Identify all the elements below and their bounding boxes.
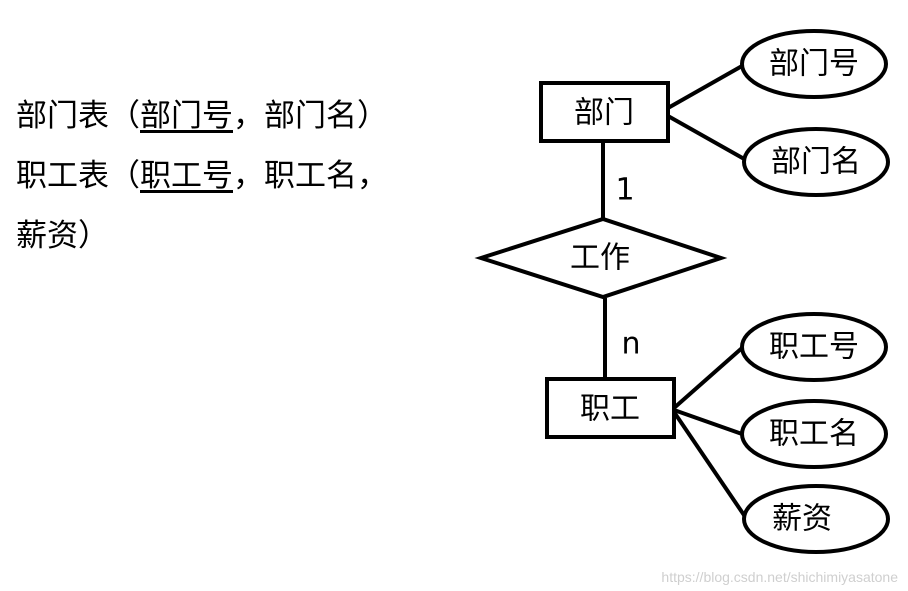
relationship-label: 工作 [570, 241, 630, 276]
emp-open-paren: （ [109, 158, 140, 194]
attr-emp-name-ellipse [740, 399, 888, 469]
attr-emp-salary-label: 薪资 [772, 502, 832, 537]
emp-primary-key: 职工号 [140, 158, 233, 194]
connector-dept-id [667, 64, 743, 110]
attr-dept-name-label: 部门名 [771, 145, 861, 180]
dept-separator: ， [233, 98, 264, 134]
connector-emp-salary [672, 410, 748, 520]
watermark-text: https://blog.csdn.net/shichimiyasatone [661, 569, 898, 585]
entity-dept-box [539, 81, 670, 143]
dept-table-name: 部门表 [16, 98, 109, 134]
emp-separator-1: ， [233, 158, 264, 194]
entity-emp-box [545, 377, 676, 439]
attr-emp-name-label: 职工名 [769, 417, 859, 452]
entity-dept-label: 部门 [574, 96, 634, 131]
attr-emp-id-ellipse [740, 312, 888, 382]
entity-emp-label: 职工 [580, 392, 640, 427]
attr-dept-name-ellipse [742, 127, 890, 197]
connector-emp-id [672, 346, 744, 410]
attr-dept-id-ellipse [740, 29, 888, 99]
cardinality-dept: 1 [615, 173, 634, 208]
cardinality-emp: n [621, 327, 640, 362]
connector-dept-name [667, 114, 747, 162]
schema-dept-table: 部门表（部门号，部门名） [16, 96, 388, 136]
dept-primary-key: 部门号 [140, 98, 233, 134]
emp-attr-salary: 薪资 [16, 218, 78, 254]
attr-dept-id-label: 部门号 [769, 47, 859, 82]
schema-emp-table-cont: 薪资） [16, 216, 109, 256]
emp-separator-2: ， [357, 158, 388, 194]
dept-open-paren: （ [109, 98, 140, 134]
dept-attr-name: 部门名 [264, 98, 357, 134]
emp-table-name: 职工表 [16, 158, 109, 194]
schema-emp-table: 职工表（职工号，职工名， [16, 156, 388, 196]
emp-close-paren: ） [78, 218, 109, 254]
attr-emp-id-label: 职工号 [769, 330, 859, 365]
emp-attr-name: 职工名 [264, 158, 357, 194]
connector-emp-name [673, 408, 743, 436]
attr-emp-salary-ellipse [742, 484, 890, 554]
relationship-diamond [474, 216, 728, 300]
dept-close-paren: ） [357, 98, 388, 134]
